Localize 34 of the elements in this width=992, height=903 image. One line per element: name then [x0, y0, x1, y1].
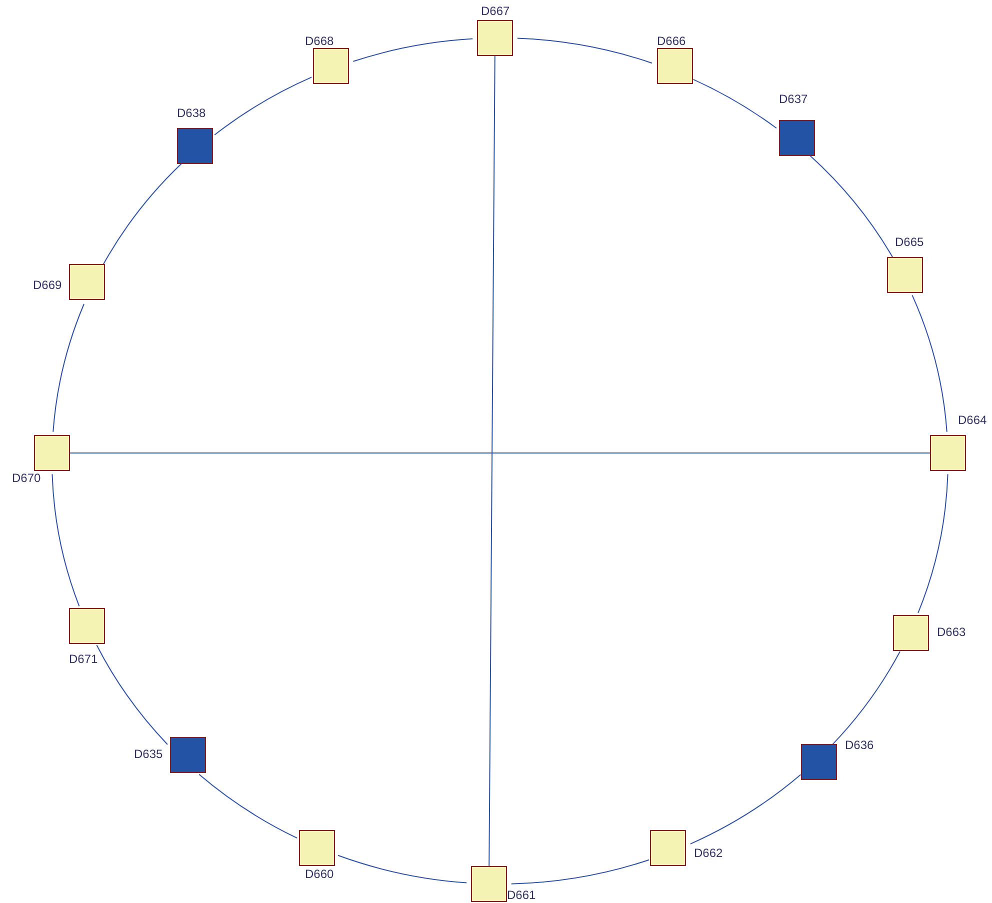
ring-arc: [338, 854, 468, 884]
ring-arc: [102, 163, 182, 266]
node-label: D662: [694, 846, 723, 860]
node-label: D671: [69, 652, 98, 666]
ring-arc: [352, 38, 474, 62]
node-label: D669: [33, 278, 62, 292]
axis-line: [70, 452, 930, 454]
node-label: D666: [657, 34, 686, 48]
ring-arc: [96, 644, 168, 745]
node-label: D665: [895, 235, 924, 249]
node-label: D660: [305, 867, 334, 881]
ring-arc: [214, 76, 312, 136]
node-label: D668: [305, 34, 334, 48]
ring-arc: [510, 859, 650, 884]
node-label: D661: [507, 888, 536, 902]
ring-arc: [690, 774, 802, 844]
node-label: D636: [845, 738, 874, 752]
ring-arc: [912, 294, 948, 432]
node-label: D664: [958, 413, 987, 427]
node-label: D667: [481, 4, 510, 18]
node-label: D670: [12, 471, 41, 485]
ring-arc: [810, 155, 894, 258]
ring-arc: [52, 304, 84, 432]
ring-arc: [832, 651, 900, 746]
ring-arc: [516, 38, 652, 64]
ring-arc: [198, 774, 298, 839]
ring-arc: [918, 474, 948, 614]
node-label: D637: [779, 92, 808, 106]
node-label: D638: [177, 106, 206, 120]
axis-line: [488, 56, 496, 866]
ring-arc: [692, 78, 777, 129]
node-label: D635: [134, 747, 163, 761]
node-label: D663: [937, 625, 966, 639]
ring-arc: [52, 474, 80, 607]
